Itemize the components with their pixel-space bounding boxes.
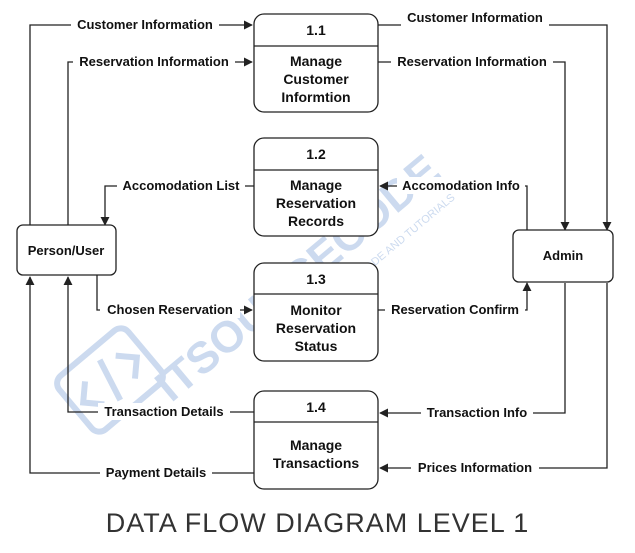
entity-admin: Admin [512, 229, 614, 283]
flow-label-reservation-info-in: Reservation Information [79, 54, 229, 69]
flow-label-payment-details: Payment Details [106, 465, 206, 480]
flow-label-chosen-reservation: Chosen Reservation [107, 302, 233, 317]
process-1-2: 1.2 Manage Reservation Records [253, 137, 379, 237]
flow-label-transaction-info: Transaction Info [427, 405, 527, 420]
flow-label-accomodation-info: Accomodation Info [402, 178, 520, 193]
flow-label-accomodation-list: Accomodation List [122, 178, 240, 193]
process-1-1-id: 1.1 [306, 22, 326, 38]
entity-person-user-label: Person/User [28, 243, 105, 258]
entity-admin-label: Admin [543, 248, 584, 263]
diagram-caption: DATA FLOW DIAGRAM LEVEL 1 [105, 508, 530, 538]
process-1-2-name-line-1: Manage [290, 177, 342, 193]
process-1-3: 1.3 Monitor Reservation Status [253, 262, 379, 362]
process-1-4-name-line-1: Manage [290, 437, 342, 453]
flow-label-reservation-info-out: Reservation Information [397, 54, 547, 69]
process-1-4-id: 1.4 [306, 399, 326, 415]
flow-label-prices-information: Prices Information [418, 460, 532, 475]
flow-label-customer-info-in: Customer Information [77, 17, 213, 32]
process-1-3-id: 1.3 [306, 271, 326, 287]
process-1-3-name-line-1: Monitor [290, 302, 342, 318]
process-1-1-name-line-2: Customer [283, 71, 349, 87]
process-1-2-name-line-2: Reservation [276, 195, 356, 211]
process-1-2-id: 1.2 [306, 146, 326, 162]
process-1-1-name-line-1: Manage [290, 53, 342, 69]
flow-label-customer-info-out: Customer Information [407, 10, 543, 25]
process-1-3-name-line-3: Status [295, 338, 338, 354]
entity-person-user: Person/User [16, 224, 117, 276]
flow-labels: Customer Information Reservation Informa… [71, 9, 553, 481]
flow-label-reservation-confirm: Reservation Confirm [391, 302, 519, 317]
process-1-1-name-line-3: Informtion [281, 89, 350, 105]
flow-line-reservation-info-in [67, 57, 253, 225]
process-1-4-name-line-2: Transactions [273, 455, 360, 471]
flow-label-transaction-details: Transaction Details [104, 404, 223, 419]
process-1-3-name-line-2: Reservation [276, 320, 356, 336]
process-1-4: 1.4 Manage Transactions [253, 390, 379, 490]
process-1-1: 1.1 Manage Customer Informtion [253, 13, 379, 113]
process-1-2-name-line-3: Records [288, 213, 344, 229]
